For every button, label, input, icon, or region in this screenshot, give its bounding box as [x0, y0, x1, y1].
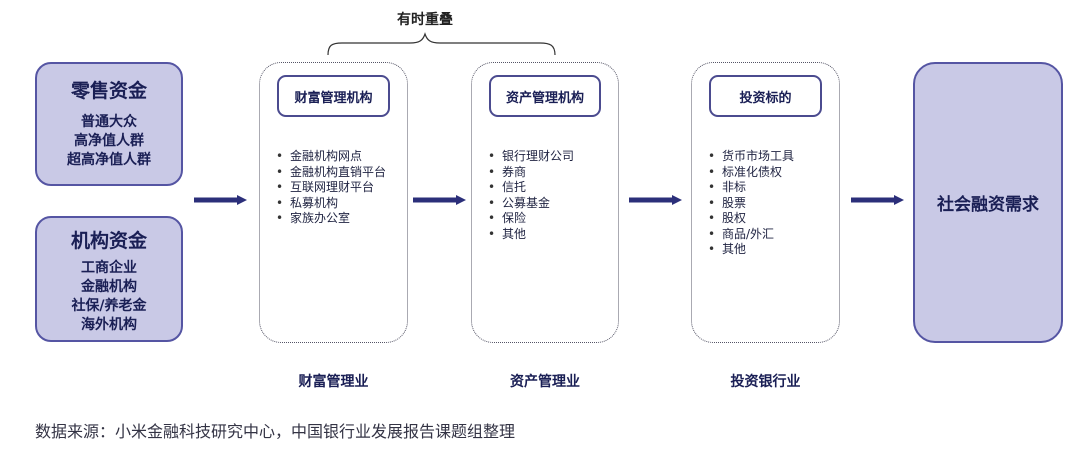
overlap-label: 有时重叠 [397, 12, 453, 28]
list-item: 货币市场工具 [708, 149, 835, 165]
list-item: 股票 [708, 196, 835, 212]
list-item: 互联网理财平台 [276, 180, 403, 196]
asset-management-list: 银行理财公司 券商 信托 公募基金 保险 其他 [488, 149, 614, 242]
institutional-funds-item: 金融机构 [81, 279, 137, 295]
asset-management-box: 资产管理机构 银行理财公司 券商 信托 公募基金 保险 其他 [471, 62, 619, 343]
retail-funds-item: 普通大众 [81, 114, 137, 130]
retail-funds-item: 超高净值人群 [67, 152, 151, 168]
institutional-funds-item: 工商企业 [81, 260, 137, 276]
institutional-funds-item: 海外机构 [81, 317, 137, 333]
list-item: 私募机构 [276, 196, 403, 212]
investment-target-list: 货币市场工具 标准化债权 非标 股票 股权 商品/外汇 其他 [708, 149, 835, 258]
list-item: 标准化债权 [708, 165, 835, 181]
institutional-funds-title: 机构资金 [70, 230, 147, 252]
list-item: 公募基金 [488, 196, 614, 212]
list-item: 金融机构直销平台 [276, 165, 403, 181]
social-financing-demand-label: 社会融资需求 [937, 195, 1039, 215]
wealth-management-label: 财富管理业 [298, 374, 369, 390]
institutional-funds-box: 机构资金 工商企业 金融机构 社保/养老金 海外机构 [35, 216, 183, 342]
list-item: 其他 [488, 227, 614, 243]
list-item: 家族办公室 [276, 211, 403, 227]
wealth-management-header: 财富管理机构 [277, 75, 390, 117]
list-item: 其他 [708, 242, 835, 258]
wealth-management-box: 财富管理机构 金融机构网点 金融机构直销平台 互联网理财平台 私募机构 家族办公… [259, 62, 408, 343]
asset-management-header: 资产管理机构 [489, 75, 601, 117]
institutional-funds-item: 社保/养老金 [71, 298, 147, 314]
asset-management-label: 资产管理业 [510, 374, 580, 390]
investment-banking-label: 投资银行业 [730, 374, 801, 390]
list-item: 券商 [488, 165, 614, 181]
source-note: 数据来源：小米金融科技研究中心，中国银行业发展报告课题组整理 [35, 422, 516, 441]
retail-funds-box: 零售资金 普通大众 高净值人群 超高净值人群 [35, 62, 183, 186]
wealth-management-list: 金融机构网点 金融机构直销平台 互联网理财平台 私募机构 家族办公室 [276, 149, 403, 227]
list-item: 商品/外汇 [708, 227, 835, 243]
investment-target-box: 投资标的 货币市场工具 标准化债权 非标 股票 股权 商品/外汇 其他 [691, 62, 840, 343]
retail-funds-title: 零售资金 [70, 80, 147, 102]
list-item: 保险 [488, 211, 614, 227]
overlap-bracket [327, 32, 556, 56]
list-item: 股权 [708, 211, 835, 227]
list-item: 非标 [708, 180, 835, 196]
list-item: 信托 [488, 180, 614, 196]
social-financing-demand-box: 社会融资需求 [913, 62, 1063, 343]
retail-funds-item: 高净值人群 [74, 133, 144, 149]
investment-target-header: 投资标的 [709, 75, 822, 117]
list-item: 金融机构网点 [276, 149, 403, 165]
list-item: 银行理财公司 [488, 149, 614, 165]
